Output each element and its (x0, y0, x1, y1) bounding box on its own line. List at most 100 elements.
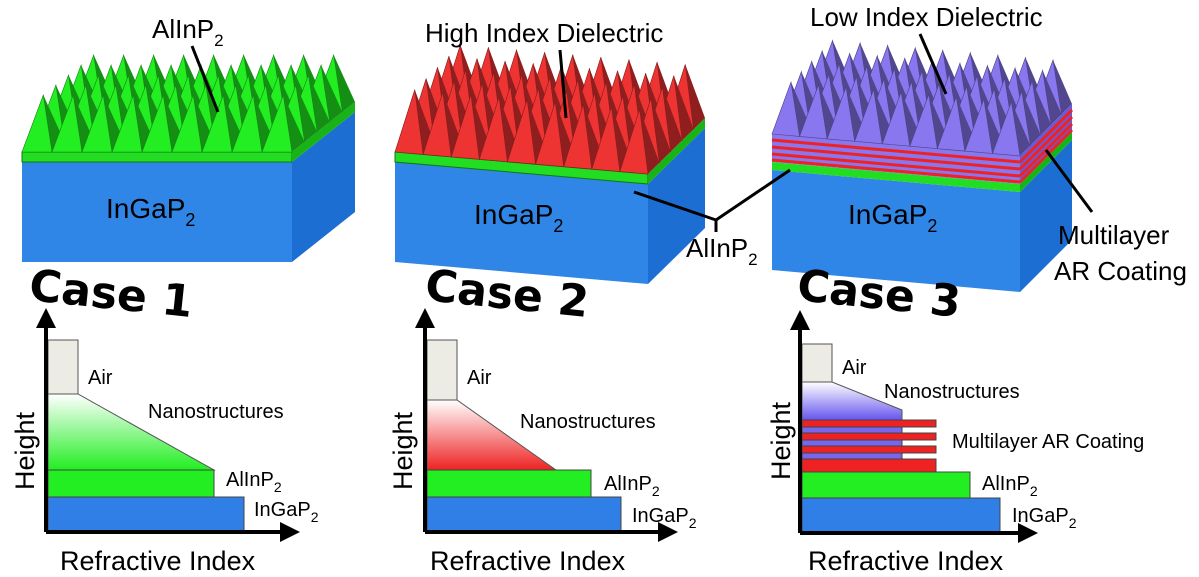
case2-window-side (648, 118, 705, 184)
nanocone-face (881, 90, 911, 147)
case1-xlabel: Refractive Index (60, 546, 256, 576)
case3-ingap-label: InGaP2 (1012, 505, 1077, 531)
nanocone-face (964, 97, 993, 154)
case2-alinp-label: AlInP2 (604, 473, 660, 499)
nanocone-face (591, 106, 621, 172)
nanocone-face (639, 109, 660, 174)
nanocone-face (450, 94, 480, 160)
case2-substrate-front (395, 162, 648, 284)
nanocone-face (81, 93, 113, 153)
case3-multilayer-label: Multilayer AR Coating (952, 431, 1144, 453)
case1-coating-pointer (190, 45, 220, 113)
case3-alinp-label: AlInP2 (982, 473, 1038, 499)
nanocone-face (231, 93, 263, 153)
case2-substrate-label: InGaP2 (474, 199, 563, 236)
ar-coating-pointer (1044, 149, 1094, 213)
window-layer-label: AlInP2 (686, 233, 758, 269)
nanocone-face (51, 93, 83, 153)
nanocone-face (1021, 91, 1041, 146)
nanocone-face (261, 93, 293, 153)
case1-window-layer (21, 151, 293, 163)
case2-coating-pointer (558, 49, 568, 119)
nanocone-face (394, 89, 424, 155)
case3-nano-label: Nanostructures (884, 381, 1020, 403)
nanocone-face (111, 93, 143, 153)
case3-window-layer (772, 162, 1020, 192)
nanocone-face (1032, 80, 1052, 136)
case3-index-graph: Air Nanostructures Multilayer AR Coating… (766, 310, 1144, 576)
case3-window-side (1020, 132, 1072, 192)
case3-xlabel: Refractive Index (808, 546, 1004, 576)
case2-block (394, 44, 705, 284)
nanocone-face (685, 64, 705, 130)
case1-air-label: Air (88, 367, 113, 389)
case3-ingap-bar (801, 497, 1001, 533)
case2-ingap-bar (426, 496, 622, 532)
nanocone-face (535, 101, 565, 167)
nanocone-face (936, 95, 966, 152)
nanocone-face (422, 91, 452, 158)
nanocone-face (507, 99, 536, 165)
case3-substrate-side (1020, 140, 1072, 292)
case3-nanocones (771, 39, 1072, 157)
case3-substrate-label: InGaP2 (848, 199, 937, 236)
case2-air-label: Air (467, 367, 492, 389)
ar-coating-label-line2: AR Coating (1054, 256, 1187, 286)
nanocone-face (651, 97, 671, 163)
nanocone-face (799, 83, 828, 140)
nanocone-face (771, 80, 800, 137)
case3-substrate-front (772, 170, 1020, 292)
nanocone-face (308, 75, 330, 132)
case3-air-bar (801, 343, 833, 383)
case1-ylabel: Height (10, 411, 40, 490)
nanocone-face (992, 100, 1021, 157)
nanocone-face (321, 65, 343, 122)
nanocone-face (171, 93, 203, 153)
case2-nano-label: Nanostructures (520, 411, 656, 433)
case3-multilayer-stack (771, 104, 1074, 184)
case1-alinp-bar (47, 469, 215, 498)
case2-ylabel: Height (388, 411, 418, 490)
nanocone-face (21, 93, 53, 153)
case1-substrate-label: InGaP2 (106, 193, 195, 230)
nanocone-face (1053, 59, 1072, 115)
nanocone-face (563, 104, 593, 170)
case2-air-bar (426, 339, 458, 401)
case3-coating-label: Low Index Dielectric (810, 2, 1043, 32)
nanocone-face (826, 85, 856, 142)
case3-ylabel: Height (766, 401, 796, 480)
case1-index-graph: Air Nanostructures AlInP2 InGaP2 Refract… (10, 308, 319, 576)
case1-window-side (292, 102, 355, 162)
nanocone-face (283, 95, 305, 152)
nanocone-face (1042, 70, 1062, 125)
nanocone-face (909, 93, 938, 149)
case3-alinp-bar (801, 471, 971, 499)
case1-substrate-front (22, 162, 292, 262)
case2-coating-label: High Index Dielectric (425, 18, 663, 48)
case3-block (771, 39, 1074, 292)
case1-air-bar (47, 339, 79, 395)
nanocone-face (673, 75, 694, 141)
nanocone-face (333, 55, 355, 112)
case3-multilayer-bars (801, 419, 937, 473)
case3-coating-pointer (918, 33, 948, 95)
case1-alinp-label: AlInP2 (226, 469, 282, 495)
case1-title: Case 1 (27, 260, 195, 328)
nanocone-face (662, 86, 683, 152)
nanocone-face (1011, 101, 1031, 156)
case1-nanocones (21, 53, 355, 153)
case2-nanocones (394, 44, 705, 175)
case1-coating-label: AlInP2 (152, 14, 224, 50)
case1-block (21, 53, 355, 262)
case1-nano-label: Nanostructures (148, 401, 284, 423)
nanocone-face (141, 93, 173, 153)
ar-coating-label-line1: Multilayer (1058, 220, 1170, 250)
case2-alinp-bar (426, 469, 592, 498)
case1-ingap-label: InGaP2 (254, 499, 319, 525)
case2-ingap-label: InGaP2 (632, 505, 697, 531)
nanocone-face (295, 85, 318, 142)
nanocone-face (619, 109, 649, 175)
case1-ingap-bar (47, 496, 245, 532)
case2-xlabel: Refractive Index (430, 546, 626, 576)
